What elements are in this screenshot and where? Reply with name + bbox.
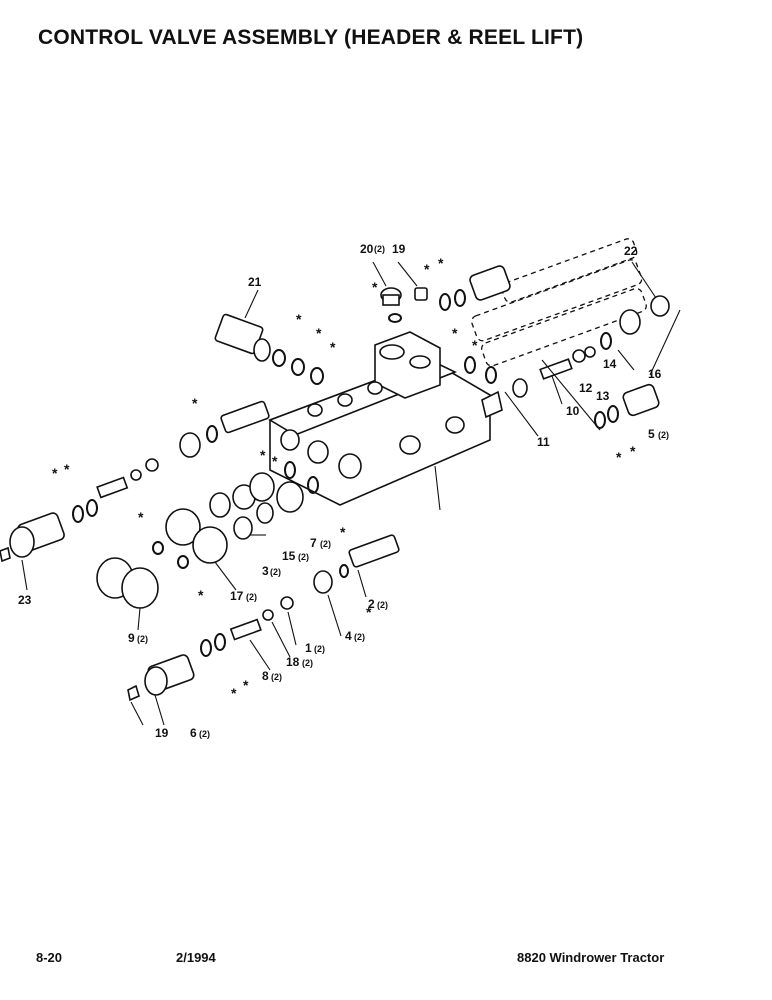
asterisk-marker: * [424,261,430,277]
asterisk-marker: * [231,685,237,701]
page-title: CONTROL VALVE ASSEMBLY (HEADER & REEL LI… [38,26,584,49]
part-2-spool [200,534,400,657]
callout-14: 14 [603,357,617,371]
callout-9: 9 [128,631,135,645]
callout-17: 17 [230,589,244,603]
part-17-spring [152,508,228,569]
part-upper-fitting [439,265,511,311]
asterisk-markers: * * * * * * * * * * * * * * * * * * * * … [52,255,636,701]
callout-7: 7 [310,536,317,550]
callout-6: 6 [190,726,197,740]
asterisk-marker: * [452,325,458,341]
part-21-fitting [214,313,324,385]
callout-3-qty: (2) [270,567,281,577]
callout-15-qty: (2) [298,552,309,562]
callout-4: 4 [345,629,352,643]
callout-8: 8 [262,669,269,683]
callout-17-qty: (2) [246,592,257,602]
asterisk-marker: * [372,279,378,295]
part-5-fitting [594,383,660,429]
callout-9-qty: (2) [137,634,148,644]
asterisk-marker: * [138,509,144,525]
asterisk-marker: * [472,337,478,353]
asterisk-marker: * [340,524,346,540]
asterisk-marker: * [438,255,444,271]
callout-13: 13 [596,389,610,403]
callout-19-bottom: 19 [155,726,169,740]
asterisk-marker: * [52,465,58,481]
part-spool-upper [72,400,270,523]
part-20-plug [380,287,428,323]
callout-5-qty: (2) [658,430,669,440]
callout-8-qty: (2) [271,672,282,682]
callout-3: 3 [262,564,269,578]
callout-10: 10 [566,404,580,418]
revision-date: 2/1994 [176,950,216,965]
asterisk-marker: * [260,447,266,463]
asterisk-marker: * [64,461,70,477]
part-22-nut [600,295,670,350]
asterisk-marker: * [616,449,622,465]
callout-1: 1 [305,641,312,655]
callout-6-qty: (2) [199,729,210,739]
asterisk-marker: * [316,325,322,341]
asterisk-marker: * [630,443,636,459]
asterisk-marker: * [296,311,302,327]
reel-lift-section-dashed [471,238,647,367]
page-number: 8-20 [36,950,63,965]
parts [0,265,670,702]
asterisk-marker: * [366,604,372,620]
part-6-fitting [127,654,195,702]
asterisk-marker: * [243,677,249,693]
callout-5: 5 [648,427,655,441]
callout-20-qty: (2) [374,244,385,254]
callout-7-qty: (2) [320,539,331,549]
asterisk-marker: * [330,339,336,355]
asterisk-marker: * [272,453,278,469]
callout-15: 15 [282,549,296,563]
part-9-fittings [96,557,159,609]
callout-2: 2 [368,597,375,611]
callout-19-top: 19 [392,242,406,256]
callout-4-qty: (2) [354,632,365,642]
callout-12: 12 [579,381,593,395]
asterisk-marker: * [198,587,204,603]
callout-22: 22 [624,244,638,258]
part-23-fitting [0,512,65,563]
callout-23: 23 [18,593,32,607]
callout-20: 20 [360,242,374,256]
callout-labels: 21 20 (2) 19 22 16 14 12 13 10 11 5 (2) … [18,242,669,740]
part-10-spring [464,346,596,419]
callout-18: 18 [286,655,300,669]
asterisk-marker: * [192,395,198,411]
callout-16: 16 [648,367,662,381]
leader-lines [21,261,681,726]
callout-18-qty: (2) [302,658,313,668]
callout-21: 21 [248,275,262,289]
part-3-15-7-spools [209,461,319,540]
callout-2-qty: (2) [377,600,388,610]
callout-11: 11 [537,435,550,449]
callout-1-qty: (2) [314,644,325,654]
model-name: 8820 Windrower Tractor [517,950,665,965]
valve-body [268,331,491,506]
